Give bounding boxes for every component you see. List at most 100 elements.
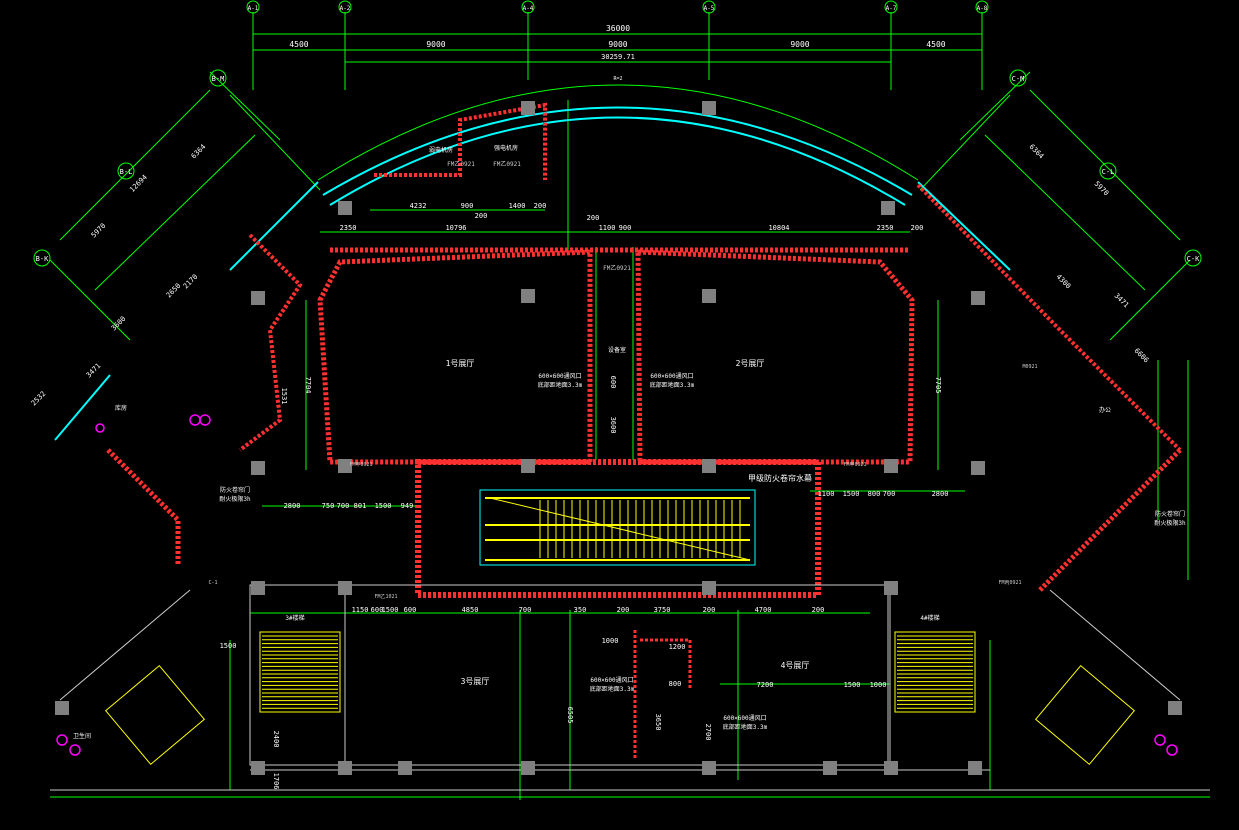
column (702, 459, 716, 473)
room-hall-3: 3号展厅 (461, 677, 490, 686)
column (702, 581, 716, 595)
door-tag-1: FM乙0921 (447, 161, 475, 168)
fire-curtain-label: 甲级防火卷帘水幕 (748, 473, 812, 483)
room-top-2: 强电机房 (494, 144, 518, 152)
dim-lr-10: 200 (703, 606, 716, 614)
dim-lr-11: 4700 (755, 606, 772, 614)
dim-lm-1: 1500 (220, 642, 237, 650)
column (338, 761, 352, 775)
column (55, 701, 69, 715)
dim-misc-3: 1100 (599, 224, 616, 232)
walls (106, 102, 1182, 760)
column (884, 459, 898, 473)
labels: A-1 A-2 A-4 A-5 A-7 A-8 B-M B-L B-K C-M … (30, 5, 1200, 789)
column (251, 461, 265, 475)
door-tag-6: FM乙1021 (374, 593, 397, 600)
dim-lr-12: 200 (812, 606, 825, 614)
right-fire-note-b: 耐火极限3h (1154, 519, 1186, 527)
column (884, 761, 898, 775)
column (398, 761, 412, 775)
dim-mid-4: 1400 (509, 202, 526, 210)
room-bath: 卫生间 (73, 732, 91, 740)
column (823, 761, 837, 775)
dim-lm-9: 3650 (654, 714, 662, 731)
column (338, 201, 352, 215)
axis-a2: A-2 (340, 5, 351, 12)
door-tag-3: FM乙0921 (603, 265, 631, 272)
axis-cl: C-L (1102, 168, 1115, 176)
curtain-wall (54, 106, 1011, 441)
column (702, 289, 716, 303)
dim-misc-2: 200 (587, 214, 600, 222)
dim-cl-6: 949 (401, 502, 414, 510)
dim-lr-7: 350 (574, 606, 587, 614)
dim-lm-10: 2700 (704, 724, 712, 741)
dim-misc-1: 2350 (340, 224, 357, 232)
note-hall-4: 600×600通风口 (723, 714, 766, 722)
dim-cl-3: 700 (337, 502, 350, 510)
axis-a5: A-5 (704, 5, 715, 12)
dim-h-1: 7704 (304, 377, 312, 394)
dim-mid-3: 200 (475, 212, 488, 220)
column (971, 461, 985, 475)
column (338, 459, 352, 473)
dim-lm-8: 6505 (566, 707, 574, 724)
room-hall-4: 4号展厅 (781, 661, 810, 670)
dim-cr-3: 800 (868, 490, 881, 498)
door-tag-5: FM甲0921 (843, 462, 866, 468)
room-top-1: 弱电机房 (429, 146, 453, 154)
axis-a4: A-4 (523, 5, 534, 12)
dim-mid-1: 4232 (410, 202, 427, 210)
dim-misc-4: 900 (619, 224, 632, 232)
room-hall-2: 2号展厅 (736, 359, 765, 368)
left-fire-note-b: 耐火极限3h (219, 495, 251, 503)
axis-a7: A-7 (886, 5, 897, 12)
dim-misc-6: 200 (911, 224, 924, 232)
dim-lr-4: 600 (404, 606, 417, 614)
columns (55, 101, 1182, 775)
dim-lm-2: 1000 (602, 637, 619, 645)
column (971, 291, 985, 305)
room-storage: 库房 (115, 404, 127, 412)
column (702, 761, 716, 775)
column (521, 761, 535, 775)
room-hall-1: 1号展厅 (446, 359, 475, 368)
column (251, 761, 265, 775)
dim-mid-5: 200 (534, 202, 547, 210)
left-fire-note: 防火卷帘门 (220, 486, 250, 494)
column (521, 459, 535, 473)
right-fire-note: 防火卷帘门 (1155, 510, 1185, 518)
door-tag-2: FM乙0921 (493, 161, 521, 168)
door-tag-8: C-1 (208, 580, 217, 586)
note-hall-4b: 底部距地面3.3m (723, 723, 768, 731)
door-tag-9: FM丙0921 (998, 580, 1021, 586)
dim-cr-2: 1500 (843, 490, 860, 498)
column (884, 581, 898, 595)
stair-3-label: 3#楼梯 (285, 614, 304, 622)
dim-cr-4: 700 (883, 490, 896, 498)
dim-h-2: 7705 (934, 377, 942, 394)
dim-total-right: 10804 (768, 224, 789, 232)
dim-cr-5: 2800 (932, 490, 949, 498)
partition-lines (50, 584, 1210, 791)
column (881, 201, 895, 215)
dim-top-2: 9000 (426, 40, 445, 49)
dim-lm-11: 2400 (272, 731, 280, 748)
axis-a1: A-1 (248, 5, 259, 12)
grid-bubbles (33, 0, 1202, 267)
column (251, 581, 265, 595)
axis-cm: C-M (1012, 75, 1025, 83)
dim-lm-12: 1706 (272, 773, 280, 790)
note-hall-3: 600×600通风口 (590, 676, 633, 684)
axis-bk: B-K (36, 255, 49, 263)
dim-lm-7: 1000 (870, 681, 887, 689)
dim-h-4: 600 (609, 376, 617, 389)
column (702, 101, 716, 115)
arc-length: 30259.71 (601, 53, 635, 61)
note-hall-2: 600×600通风口 (650, 372, 693, 380)
dim-total-left: 10796 (445, 224, 466, 232)
dim-lr-5: 4850 (462, 606, 479, 614)
room-equipment: 设备室 (608, 346, 626, 354)
